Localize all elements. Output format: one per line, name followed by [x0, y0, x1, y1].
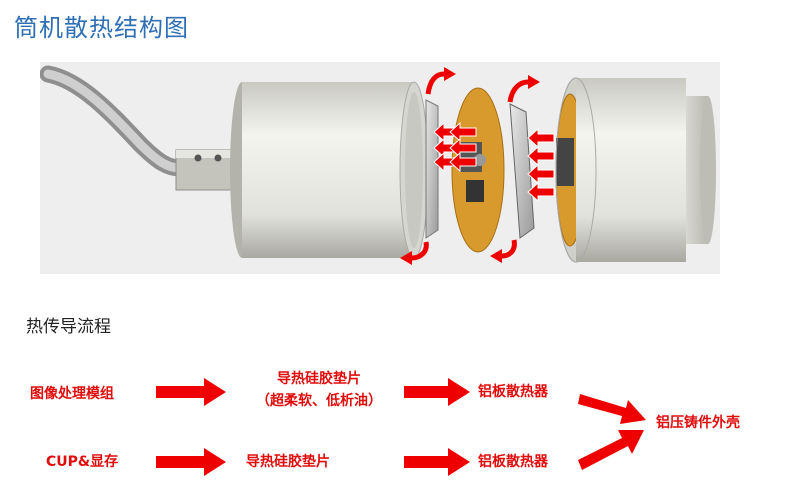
flow-section-title: 热传导流程 [26, 317, 111, 337]
aluminum-heat-plate [509, 103, 535, 239]
source-image-module: 图像处理模组 [30, 386, 114, 402]
converging-arrows [578, 394, 646, 470]
thermal-pad-label: 导热硅胶垫片 [277, 371, 361, 387]
rear-housing [230, 81, 429, 259]
flow-arrow-row1-1 [156, 378, 226, 406]
heat-flow-arrows-right [527, 127, 555, 203]
thermal-pad-1 [425, 99, 439, 239]
aluminum-heatsink-row2: 铝板散热器 [478, 454, 548, 470]
exploded-view-illustration [40, 62, 720, 274]
heat-flow-arrows-left [433, 121, 477, 173]
front-housing [555, 77, 716, 263]
curved-flow-arrows [411, 71, 529, 261]
source-cpu-memory: CUP&显存 [46, 454, 119, 470]
flow-arrow-row2-1 [156, 448, 226, 476]
page-title: 筒机散热结构图 [14, 14, 189, 42]
flow-arrow-row2-2 [404, 448, 470, 476]
thermal-pad-row1: 导热硅胶垫片 （超柔软、低析油） [234, 368, 404, 410]
thermal-pad-row2: 导热硅胶垫片 [246, 454, 330, 470]
flow-arrow-row1-2 [404, 378, 470, 406]
thermal-pad-note: （超柔软、低析油） [256, 393, 382, 409]
destination-die-cast-shell: 铝压铸件外壳 [656, 415, 740, 431]
aluminum-heatsink-row1: 铝板散热器 [478, 384, 548, 400]
